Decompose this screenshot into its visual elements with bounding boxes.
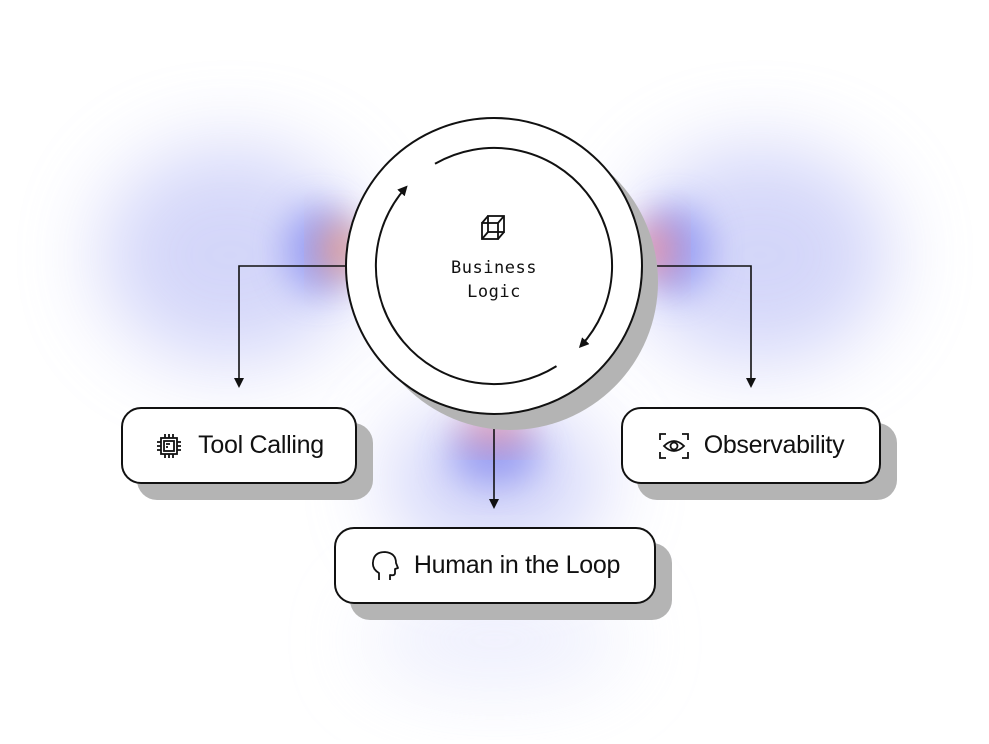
center-circle [345,117,643,415]
head-icon [370,549,400,583]
connector-tool-calling [234,265,346,388]
node-observability[interactable]: Observability [621,407,881,484]
eye-scan-icon [658,432,690,460]
node-label: Human in the Loop [413,551,621,579]
node-label: Tool Calling [198,431,324,459]
connector-observability [643,265,756,388]
cycle-arrows-icon [374,146,614,386]
chip-icon [154,431,184,461]
center-label-line1: Business [451,258,537,278]
center-label: Business Logic [394,256,594,304]
center-label-line2: Logic [467,282,521,302]
cube-icon [481,215,505,240]
node-label: Observability [703,431,845,459]
node-tool-calling[interactable]: Tool Calling [121,407,357,484]
node-human-in-the-loop[interactable]: Human in the Loop [334,527,656,604]
connectors [234,265,756,509]
